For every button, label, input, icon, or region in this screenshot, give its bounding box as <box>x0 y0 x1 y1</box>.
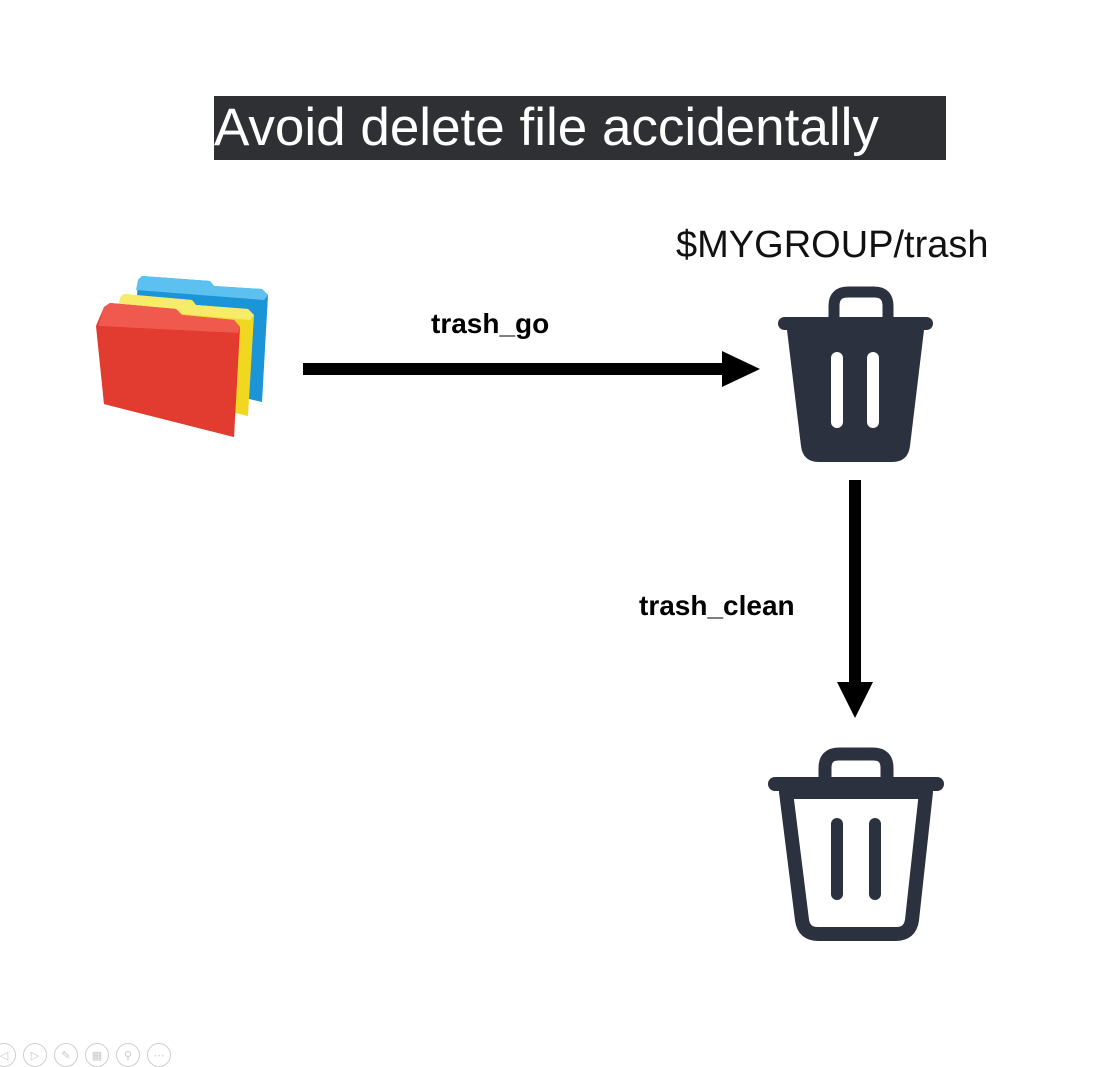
page-title: Avoid delete file accidentally <box>214 96 946 160</box>
see-all-slides-icon[interactable]: ▦ <box>85 1043 109 1067</box>
pen-icon[interactable]: ✎ <box>54 1043 78 1067</box>
trash-can-outline-icon <box>768 747 944 941</box>
file-folders-icon <box>96 276 268 437</box>
slideshow-toolbar: ◁ ▷ ✎ ▦ ⚲ ⋯ <box>0 1043 171 1067</box>
trash-go-arrow <box>303 351 760 387</box>
previous-slide-icon[interactable]: ◁ <box>0 1043 16 1067</box>
trash-clean-arrow <box>837 480 873 718</box>
trash-can-filled-icon <box>778 286 933 462</box>
trash-go-label: trash_go <box>431 308 550 339</box>
zoom-icon[interactable]: ⚲ <box>116 1043 140 1067</box>
trash-location-label: $MYGROUP/trash <box>676 224 989 266</box>
trash-clean-label: trash_clean <box>639 590 795 621</box>
next-slide-icon[interactable]: ▷ <box>23 1043 47 1067</box>
more-options-icon[interactable]: ⋯ <box>147 1043 171 1067</box>
